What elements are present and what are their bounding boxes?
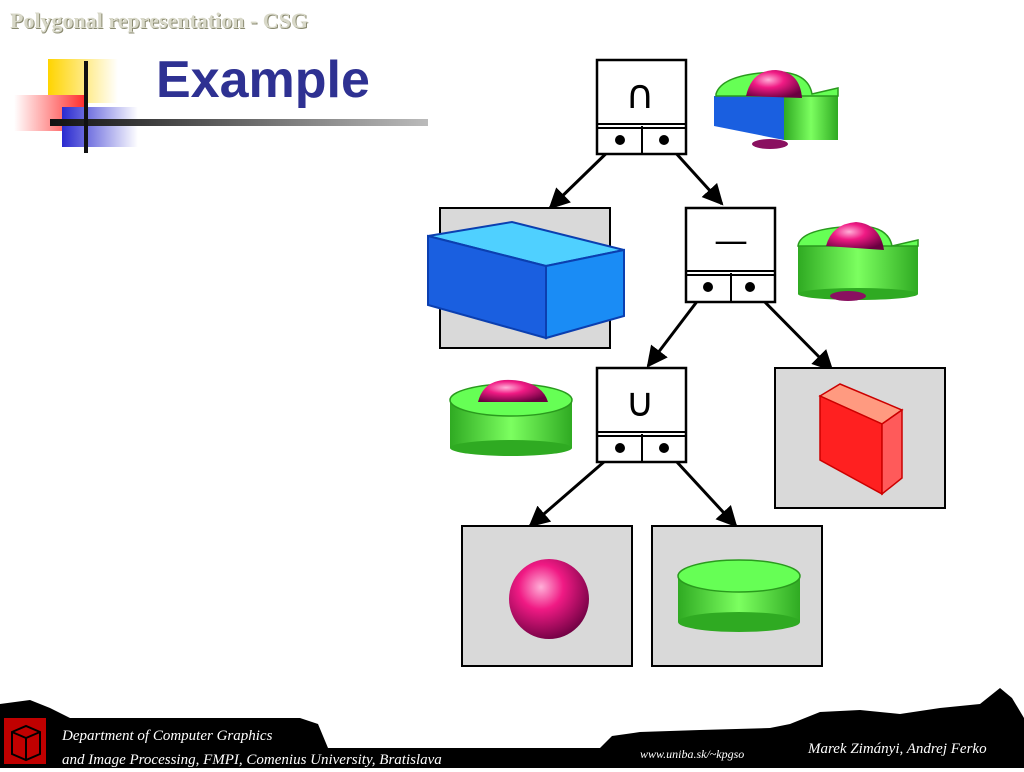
deco-vertical-bar (84, 61, 88, 153)
leaf-cylinder-panel (651, 525, 823, 667)
sphere-shape (509, 559, 589, 639)
difference-operator: — (714, 221, 748, 261)
slide-title: Example (156, 51, 370, 109)
node-union: ∪ (595, 366, 688, 464)
box-side-face (545, 248, 625, 340)
deco-blue-square (62, 107, 138, 147)
node-difference: — (684, 206, 777, 304)
leaf-cube-panel (774, 367, 946, 509)
section-title: Polygonal representation - CSG (10, 8, 309, 33)
footer-authors: Marek Zimányi, Andrej Ferko (808, 741, 987, 757)
slide-number: 25 (940, 732, 954, 747)
intersection-operator: ∩ (625, 72, 654, 118)
result-intersection-thumbnail (714, 70, 839, 149)
csg-tree-diagram: ∩ — ∪ (427, 58, 946, 667)
footer-band (0, 688, 1024, 768)
result-difference-thumbnail (797, 222, 919, 301)
union-operator: ∪ (625, 380, 654, 426)
footer-department-line2: and Image Processing, FMPI, Comenius Uni… (62, 752, 442, 768)
footer-department-line1: Department of Computer Graphics (62, 728, 273, 744)
leaf-box-panel (427, 207, 625, 349)
cylinder-shape (677, 559, 801, 632)
node-intersection: ∩ (595, 58, 688, 156)
title-decoration (14, 59, 428, 153)
university-logo-icon (4, 718, 46, 764)
result-union-thumbnail (449, 379, 573, 456)
cube-side-face (881, 408, 903, 496)
footer-department: Department of Computer Graphics and Imag… (62, 724, 442, 772)
leaf-sphere-panel (461, 525, 633, 667)
footer-url: www.uniba.sk/~kpgso (640, 747, 745, 761)
deco-horizontal-bar (50, 119, 428, 126)
